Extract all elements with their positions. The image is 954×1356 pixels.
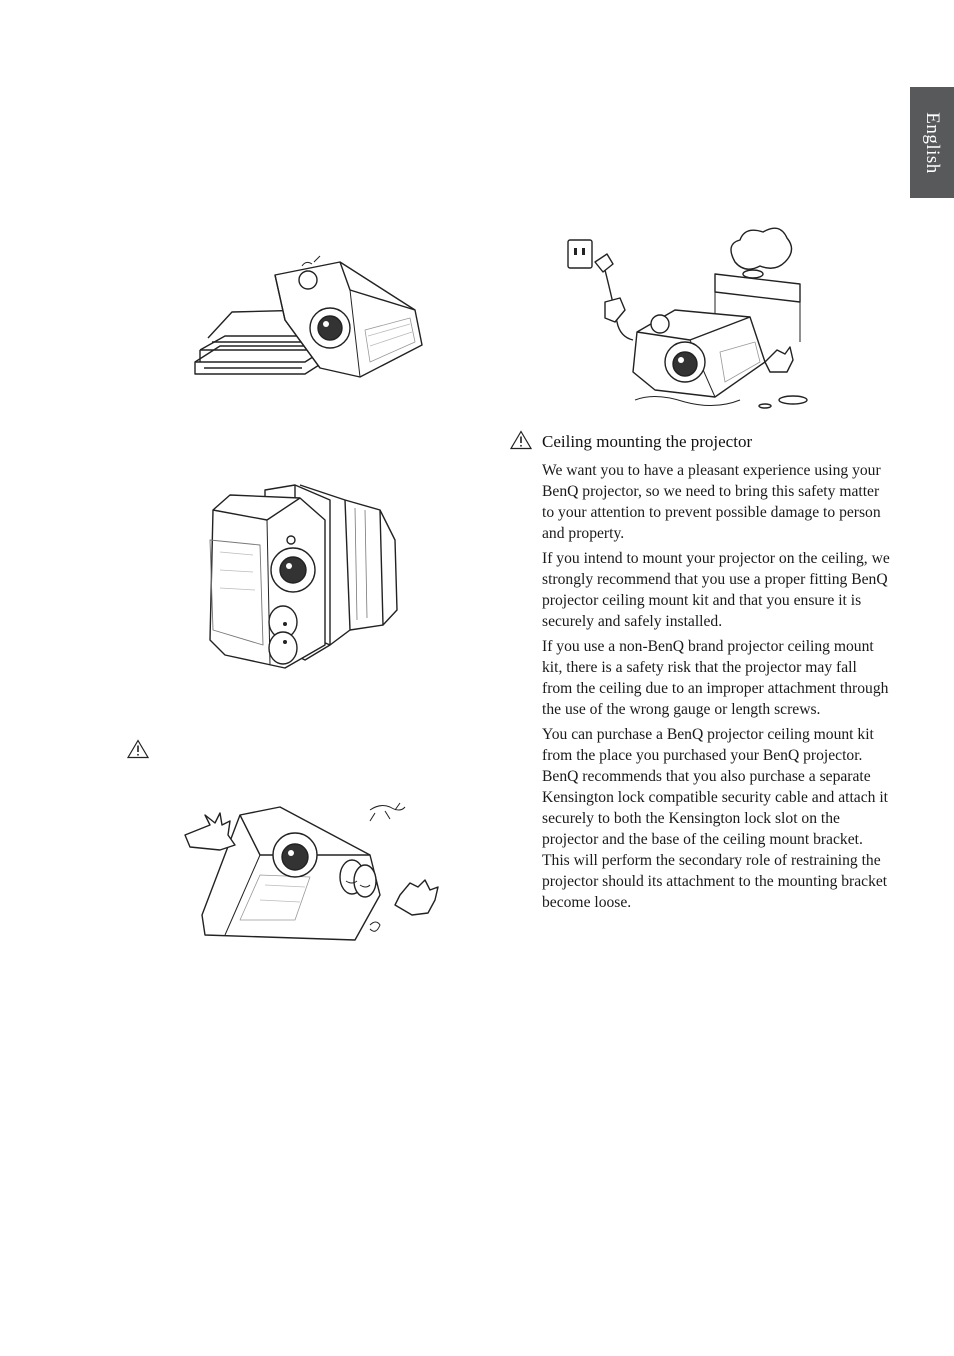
projector-near-wet-floor-and-outlet-icon <box>565 222 815 412</box>
section-title: Ceiling mounting the projector <box>542 432 753 451</box>
paragraph: If you use a non-BenQ brand projector ce… <box>542 638 889 718</box>
warning-triangle-icon <box>509 430 533 454</box>
projector-upright-between-books-icon <box>205 480 410 675</box>
paragraph: If you intend to mount your projector on… <box>542 550 890 630</box>
projector-on-stacked-books-icon <box>190 250 430 385</box>
section-heading: Ceiling mounting the projector <box>509 430 890 454</box>
paragraph: You can purchase a BenQ projector ceilin… <box>542 726 888 911</box>
projector-upside-down-icon <box>180 795 445 945</box>
warning-triangle-icon <box>126 739 150 763</box>
language-tab-label: English <box>922 111 943 174</box>
ceiling-mounting-section: Ceiling mounting the projector We want y… <box>509 430 890 917</box>
paragraph: We want you to have a pleasant experienc… <box>542 462 881 542</box>
language-tab: English <box>910 87 954 198</box>
section-body: We want you to have a pleasant experienc… <box>542 460 890 913</box>
